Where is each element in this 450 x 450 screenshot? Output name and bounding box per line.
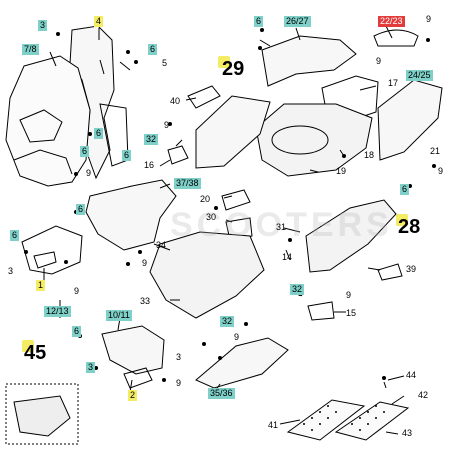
callout-44: 44: [406, 370, 417, 380]
callout-9: 9: [234, 332, 240, 342]
callout-26-27: 26/27: [284, 16, 311, 27]
callout-32: 32: [220, 316, 235, 327]
floor-frame-part: [85, 179, 177, 251]
group-45-label: 45: [24, 342, 47, 364]
callout-3: 3: [38, 20, 48, 31]
screws: [24, 28, 436, 382]
callout-16: 16: [144, 160, 155, 170]
lower-cover-part: [101, 325, 165, 375]
callout-6: 6: [148, 44, 158, 55]
callout-15: 15: [346, 308, 357, 318]
callout-6: 6: [80, 146, 90, 157]
storage-bin-part: [255, 103, 373, 177]
cover-20-part: [221, 189, 251, 211]
footrest-dots: [303, 405, 385, 431]
front-grille-line: [13, 149, 73, 175]
callout-10-11: 10/11: [106, 310, 132, 321]
callout-3: 3: [8, 266, 14, 276]
callout-6: 6: [254, 16, 264, 27]
side-panel-part: [305, 199, 397, 273]
callout-6: 6: [400, 184, 410, 195]
callout-9: 9: [86, 168, 92, 178]
callout-33: 33: [140, 296, 151, 306]
bin-hollow: [271, 125, 329, 155]
callout-2: 2: [128, 390, 138, 401]
footrest-right-part: [334, 401, 410, 441]
bottom-cover-part: [195, 337, 289, 389]
callout-9: 9: [346, 290, 352, 300]
callout-4: 4: [94, 16, 104, 27]
callout-3: 3: [86, 362, 96, 373]
callout-9: 9: [176, 378, 182, 388]
callout-6: 6: [94, 128, 104, 139]
group-45-marker: [22, 340, 34, 352]
callout-6: 6: [10, 230, 20, 241]
callout-39: 39: [406, 264, 417, 274]
callout-40: 40: [170, 96, 181, 106]
inner-cover-part: [195, 95, 271, 169]
callout-9: 9: [164, 120, 170, 130]
cover-40-part: [187, 85, 221, 109]
callout-30: 30: [206, 212, 217, 222]
callout-35-36: 35/36: [208, 388, 235, 399]
callout-14: 14: [282, 252, 293, 262]
floor-board-part: [149, 231, 265, 319]
callout-37-38: 37/38: [174, 178, 201, 189]
group-28-marker: [396, 214, 408, 226]
front-cover-part: [5, 55, 91, 187]
callout-9: 9: [438, 166, 444, 176]
callout-17: 17: [388, 78, 399, 88]
callout-6: 6: [76, 204, 86, 215]
callout-24-25: 24/25: [406, 70, 433, 81]
callout-22-23: 22/23: [378, 16, 405, 27]
group-29-label: 29: [222, 58, 245, 80]
callout-6: 6: [122, 150, 132, 161]
callout-3: 3: [176, 352, 182, 362]
callout-41: 41: [268, 420, 279, 430]
callout-32: 32: [290, 284, 305, 295]
callout-21: 21: [430, 146, 441, 156]
callout-19: 19: [336, 166, 347, 176]
piece-16-part: [167, 145, 189, 165]
group-29-marker: [218, 56, 230, 68]
callout-9: 9: [142, 258, 148, 268]
callout-9: 9: [426, 14, 432, 24]
callout-9: 9: [74, 286, 80, 296]
callout-12-13: 12/13: [44, 306, 71, 317]
callout-20: 20: [200, 194, 211, 204]
mat-box: [5, 383, 79, 445]
callout-43: 43: [402, 428, 413, 438]
piece-15-part: [307, 301, 335, 321]
piece-2-part: [123, 367, 153, 389]
watermark: SCOOTERS: [170, 206, 393, 244]
callout-9: 9: [376, 56, 382, 66]
callout-42: 42: [418, 390, 429, 400]
vent-part: [33, 251, 57, 269]
callout-34: 34: [156, 240, 167, 250]
group-28-label: 28: [398, 216, 421, 238]
callout-7-8: 7/8: [22, 44, 39, 55]
callout-6: 6: [72, 326, 82, 337]
footrest-left-part: [286, 399, 366, 441]
headlight-opening: [19, 109, 63, 143]
piece-39-part: [377, 263, 403, 281]
mat-part: [13, 395, 71, 437]
callout-18: 18: [364, 150, 375, 160]
callout-1: 1: [36, 280, 46, 291]
seat-lid-part: [373, 29, 419, 47]
bracket-part: [21, 225, 83, 275]
top-cover-part: [261, 35, 357, 87]
callout-32: 32: [144, 134, 159, 145]
callout-5: 5: [162, 58, 168, 68]
callout-31: 31: [276, 222, 287, 232]
